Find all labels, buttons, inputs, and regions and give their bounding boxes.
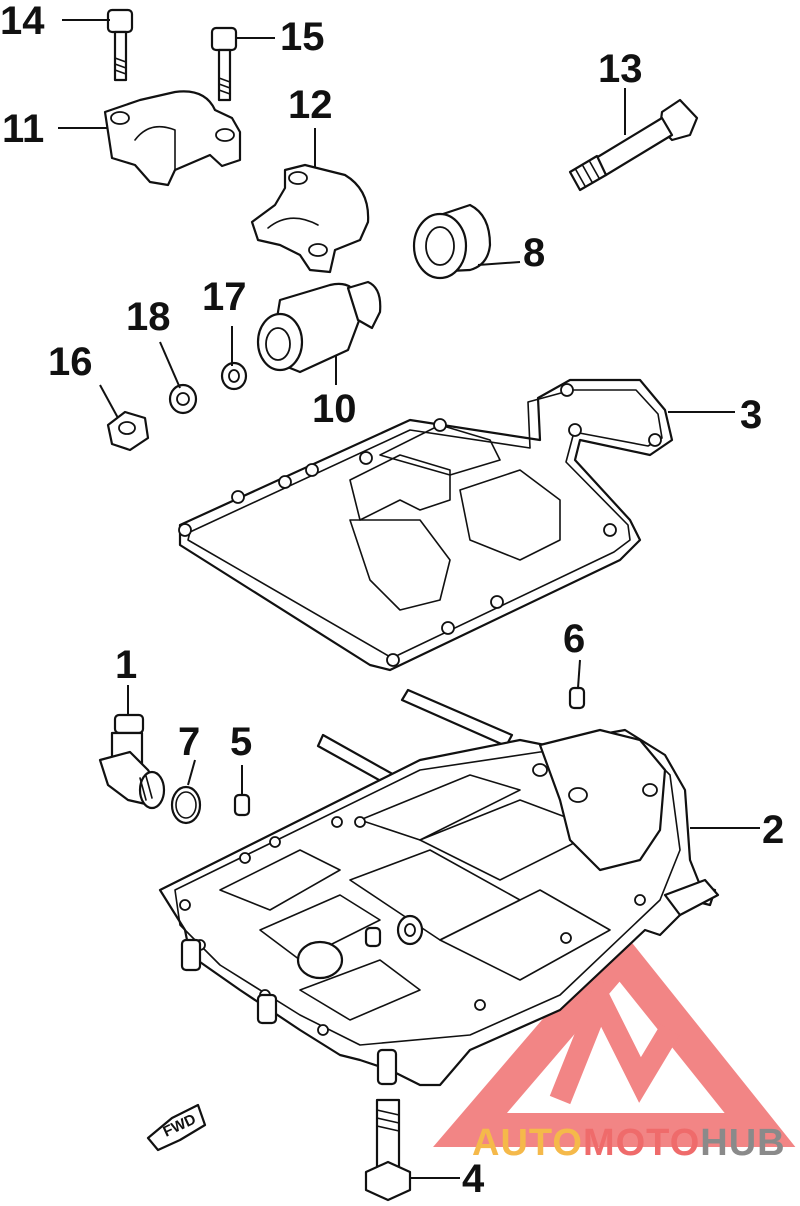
callout-5: 5 bbox=[230, 720, 252, 764]
svg-text:AUTOMOTOHUB: AUTOMOTOHUB bbox=[472, 1122, 786, 1164]
callout-14: 14 bbox=[0, 0, 45, 43]
sleeve-10 bbox=[256, 280, 382, 374]
dowel-pin-6 bbox=[568, 686, 586, 710]
bearing-cap-11 bbox=[103, 90, 242, 187]
automotohub-logo bbox=[433, 928, 796, 1147]
callout-3: 3 bbox=[740, 393, 762, 437]
bearing-cap-12 bbox=[250, 163, 370, 274]
o-ring-7 bbox=[170, 785, 202, 825]
callout-1: 1 bbox=[115, 643, 137, 687]
forward-arrow: FWD bbox=[146, 1103, 207, 1152]
callouts: 14 15 11 12 13 8 17 18 16 10 3 1 6 7 5 2… bbox=[0, 0, 784, 1201]
watermark-hub: HUB bbox=[700, 1122, 785, 1164]
watermark-moto: MOTO bbox=[583, 1122, 700, 1164]
callout-18: 18 bbox=[126, 295, 171, 339]
washer-18 bbox=[168, 383, 198, 415]
gasket-holes bbox=[178, 383, 662, 667]
dowel-pin-5 bbox=[233, 793, 251, 817]
leader-lines bbox=[58, 19, 760, 1179]
washer-17 bbox=[220, 361, 248, 391]
callout-16: 16 bbox=[48, 340, 93, 384]
bolt-13 bbox=[568, 98, 699, 192]
callout-13: 13 bbox=[598, 47, 643, 91]
fitting-1 bbox=[98, 713, 166, 810]
callout-8: 8 bbox=[523, 231, 545, 275]
callout-12: 12 bbox=[288, 83, 333, 127]
bolt-4 bbox=[364, 1098, 412, 1202]
bolt-15 bbox=[210, 26, 238, 102]
bushing-8 bbox=[412, 203, 492, 280]
callout-15: 15 bbox=[280, 15, 325, 59]
callout-4: 4 bbox=[462, 1157, 485, 1201]
callout-6: 6 bbox=[563, 617, 585, 661]
automotohub-watermark: AUTOMOTOHUB bbox=[472, 1122, 786, 1164]
callout-11: 11 bbox=[2, 107, 44, 151]
base-plate-2 bbox=[158, 688, 720, 1087]
gasket-3 bbox=[178, 378, 674, 672]
callout-17: 17 bbox=[202, 275, 247, 319]
watermark-auto: AUTO bbox=[472, 1122, 583, 1164]
callout-7: 7 bbox=[178, 720, 200, 764]
bolt-14 bbox=[106, 8, 134, 82]
nut-16 bbox=[106, 410, 150, 452]
callout-2: 2 bbox=[762, 808, 784, 852]
callout-10: 10 bbox=[312, 387, 357, 431]
